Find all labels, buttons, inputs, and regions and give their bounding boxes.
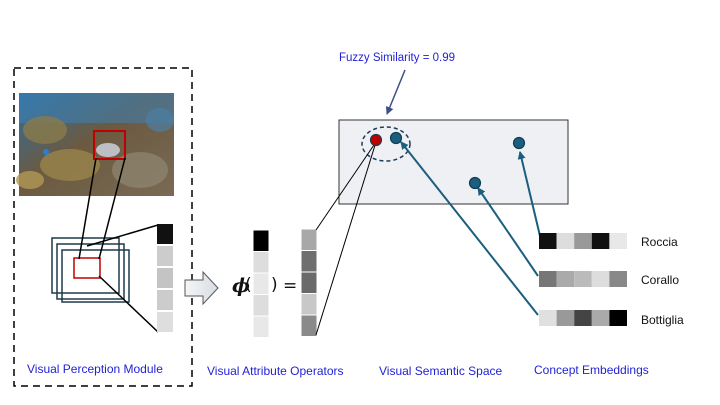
perception-module-label: Visual Perception Module [27, 362, 163, 376]
concept-roccia-cell-1 [539, 233, 557, 249]
query-point [369, 133, 383, 147]
concept-corallo-cell-5 [609, 271, 627, 287]
concept-corallo-cell-1 [539, 271, 557, 287]
concept-point-bottiglia [389, 131, 403, 145]
phi-symbol: ϕ [232, 275, 250, 297]
concept-label-corallo: Corallo [641, 273, 680, 287]
feature-vector [157, 224, 173, 332]
concept-bottiglia-cell-3 [574, 310, 592, 326]
output-vector-cell-1 [300, 228, 318, 251]
input-vector-cell-1 [252, 229, 270, 252]
concept-bottiglia-cell-5 [609, 310, 627, 326]
concept-roccia-cell-2 [556, 233, 575, 249]
output-vector-cell-4 [300, 293, 318, 316]
output-vector-cell-3 [300, 271, 318, 294]
concept-corallo-cell-4 [591, 271, 610, 287]
input-vector-cell-2 [252, 251, 270, 274]
concept-corallo-cell-2 [556, 271, 575, 287]
concept-bottiglia-cell-1 [539, 310, 557, 326]
semantic-space-label: Visual Semantic Space [379, 364, 503, 378]
output-vector-cell-5 [300, 314, 318, 337]
attribute-operators-label: Visual Attribute Operators [207, 364, 344, 378]
input-vector-cell-3 [252, 272, 270, 295]
operator-input-vector [252, 229, 270, 338]
region-of-interest-box [93, 130, 126, 160]
block-arrow [184, 270, 219, 306]
concept-bottiglia-cell-2 [556, 310, 575, 326]
concept-embedding-bars [539, 233, 627, 326]
fuzzy-similarity-circle [361, 126, 411, 162]
semantic-space-box [338, 119, 569, 205]
concept-corallo-cell-3 [574, 271, 592, 287]
underwater-photo [16, 93, 174, 196]
perception-module-frame [13, 67, 193, 387]
feature-vector-cell-3 [157, 268, 173, 288]
feature-vector-cell-1 [157, 224, 173, 244]
similarity-pointer-arrow [385, 69, 406, 115]
concept-embeddings-label: Concept Embeddings [534, 363, 649, 377]
concept-label-bottiglia: Bottiglia [641, 313, 684, 327]
input-vector-cell-5 [252, 315, 270, 338]
fuzzy-similarity-label: Fuzzy Similarity = 0.99 [339, 52, 455, 64]
equals-sign: = [283, 276, 297, 296]
concept-label-roccia: Roccia [641, 235, 678, 249]
open-paren: ( [245, 275, 252, 295]
feature-map-stack [51, 237, 130, 303]
operator-output-vector [300, 228, 318, 337]
concept-roccia-cell-3 [574, 233, 592, 249]
concept-point-corallo [468, 176, 482, 190]
operator-mapping-lines [315, 141, 377, 336]
concept-roccia-cell-5 [609, 233, 627, 249]
concept-bottiglia-cell-4 [591, 310, 610, 326]
concept-roccia-cell-4 [591, 233, 610, 249]
feature-vector-cell-4 [157, 290, 173, 310]
projection-lines [78, 157, 159, 333]
feature-map-roi [73, 257, 101, 279]
concept-point-roccia [512, 136, 526, 150]
feature-vector-cell-2 [157, 246, 173, 266]
close-paren: ) [271, 275, 278, 295]
output-vector-cell-2 [300, 250, 318, 273]
feature-vector-cell-5 [157, 312, 173, 332]
input-vector-cell-4 [252, 294, 270, 317]
concept-arrows [400, 141, 541, 316]
